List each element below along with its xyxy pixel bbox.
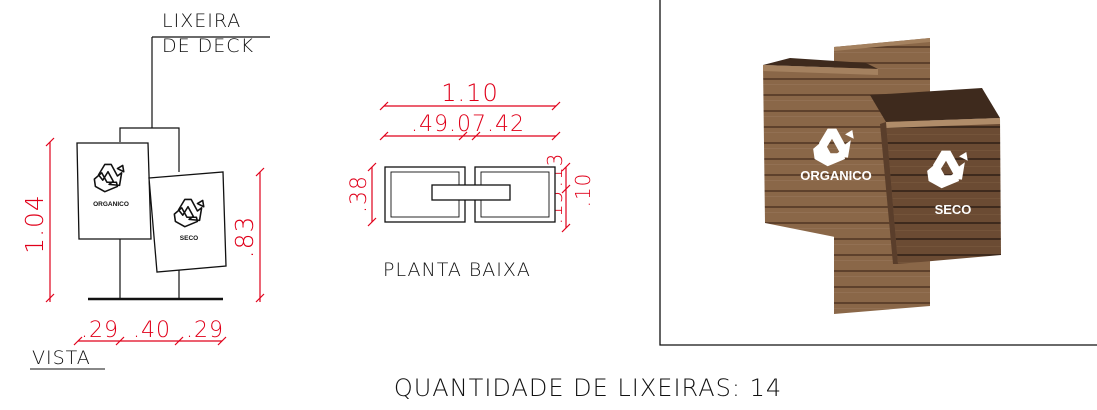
bin-frame <box>119 127 180 298</box>
plan-outline <box>384 166 556 223</box>
bin-organico-elevation: ORGANICO <box>76 142 152 240</box>
render-label-organico: ORGANICO <box>800 168 872 183</box>
dim-bottom-right: .29 <box>186 318 224 343</box>
view-label-vista: VISTA <box>32 347 91 369</box>
quantity-note: QUANTIDADE DE LIXEIRAS: 14 <box>394 374 782 402</box>
dimension-lines-planta <box>367 101 571 233</box>
dim-right-c: .10 <box>571 173 595 208</box>
dim-height-right: .83 <box>230 216 259 259</box>
render-label-seco: SECO <box>935 202 972 217</box>
dim-bottom-middle: .40 <box>133 318 171 343</box>
bin-seco-elevation: SECO <box>148 171 227 273</box>
callout-lixeira: LIXEIRA <box>162 10 241 32</box>
vista-elevation: LIXEIRA DE DECK ORGANICO SECO <box>20 10 270 370</box>
callout-de-deck: DE DECK <box>162 35 254 57</box>
bin-label-seco: SECO <box>180 235 198 242</box>
render-viewport: ORGANICO SECO <box>659 0 1097 346</box>
bin-label-organico: ORGANICO <box>93 201 129 208</box>
planta-baixa-plan: 1.10 .49.07.42 .38 .15 .13 .10 PLANTA BA… <box>347 79 595 281</box>
view-label-planta-baixa: PLANTA BAIXA <box>383 259 531 281</box>
dim-height-left: 1.04 <box>20 194 49 254</box>
dimension-lines-vista <box>45 137 265 346</box>
dim-sub-widths: .49.07.42 <box>411 112 525 137</box>
render-bin-seco: SECO <box>870 88 1001 264</box>
dim-overall-width: 1.10 <box>441 79 498 107</box>
dim-depth: .38 <box>347 175 372 213</box>
render-bin-organico: ORGANICO <box>763 58 880 246</box>
dim-bottom-left: .29 <box>81 318 119 343</box>
